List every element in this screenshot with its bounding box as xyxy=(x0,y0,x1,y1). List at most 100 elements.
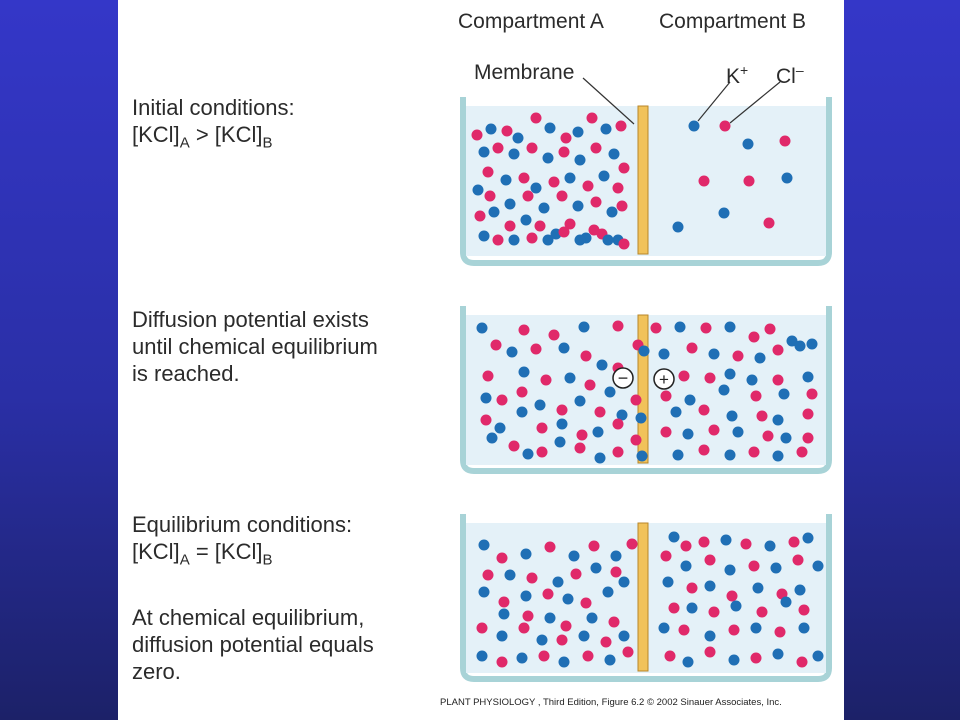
cl-ion-dot xyxy=(704,646,716,658)
k-ion-dot xyxy=(730,600,742,612)
cl-ion-dot xyxy=(698,444,710,456)
k-ion-dot xyxy=(658,348,670,360)
cl-ion-dot xyxy=(708,606,720,618)
k-ion-dot xyxy=(478,586,490,598)
cl-ion-dot xyxy=(618,162,630,174)
k-ion-dot xyxy=(635,412,647,424)
k-ion-dot xyxy=(498,608,510,620)
compartment-a-header: Compartment A xyxy=(458,10,604,33)
k-ion-dot xyxy=(574,234,586,246)
cl-ion-dot xyxy=(792,554,804,566)
k-ion-dot xyxy=(724,564,736,576)
k-ion-dot xyxy=(726,410,738,422)
cl-ion-dot xyxy=(612,418,624,430)
cl-ion-dot xyxy=(719,120,731,132)
k-ion-dot xyxy=(574,395,586,407)
cl-ion-dot xyxy=(750,390,762,402)
k-ion-dot xyxy=(764,540,776,552)
tank-diffusion: − + xyxy=(460,306,832,474)
initial-conditions-text: Initial conditions: [KCl]A > [KCl]B xyxy=(132,95,295,152)
k-ion-dot xyxy=(518,366,530,378)
k-ion-dot xyxy=(636,450,648,462)
k-ion-dot xyxy=(806,338,818,350)
cl-ion-dot xyxy=(482,166,494,178)
k-ion-dot xyxy=(578,321,590,333)
cl-ion-dot xyxy=(480,414,492,426)
cl-ion-dot xyxy=(660,390,672,402)
cl-ion-dot xyxy=(802,432,814,444)
k-ion-dot xyxy=(500,174,512,186)
k-ion-dot xyxy=(542,152,554,164)
cl-ion-dot xyxy=(680,540,692,552)
cl-ion-dot xyxy=(516,386,528,398)
k-ion-dot xyxy=(536,634,548,646)
cl-ion-dot xyxy=(650,322,662,334)
cl-ion-dot xyxy=(582,180,594,192)
cl-ion-dot xyxy=(686,582,698,594)
k-ion-dot xyxy=(594,452,606,464)
cl-ion-dot xyxy=(590,142,602,154)
cl-ion-dot xyxy=(616,200,628,212)
cl-ion-dot xyxy=(772,374,784,386)
k-ion-dot xyxy=(794,340,806,352)
cl-ion-dot xyxy=(762,430,774,442)
cl-ion-dot xyxy=(728,624,740,636)
figure-credit: PLANT PHYSIOLOGY , Third Edition, Figure… xyxy=(440,697,782,708)
k-ion-dot xyxy=(516,406,528,418)
k-ion-dot xyxy=(586,612,598,624)
cl-ion-dot xyxy=(698,175,710,187)
k-ion-dot xyxy=(508,234,520,246)
membrane-initial xyxy=(637,105,649,255)
cl-ion-dot xyxy=(518,324,530,336)
cl-ion-dot xyxy=(556,634,568,646)
k-ion-dot xyxy=(672,221,684,233)
tank-wall-equilibrium xyxy=(460,514,832,682)
k-ion-dot xyxy=(688,120,700,132)
k-ion-dot xyxy=(778,388,790,400)
cl-ion-dot xyxy=(590,196,602,208)
k-ion-dot xyxy=(508,148,520,160)
k-ion-dot xyxy=(604,654,616,666)
k-ion-dot xyxy=(568,550,580,562)
minus-sign: − xyxy=(618,368,629,388)
cl-ion-dot xyxy=(496,394,508,406)
k-ion-dot xyxy=(574,154,586,166)
cl-ion-dot xyxy=(522,610,534,622)
k-ion-dot xyxy=(781,172,793,184)
k-ion-dot xyxy=(618,576,630,588)
k-ion-dot xyxy=(606,206,618,218)
cl-ion-dot xyxy=(570,568,582,580)
cl-ion-dot xyxy=(660,550,672,562)
cl-ion-dot xyxy=(484,190,496,202)
k-ion-dot xyxy=(476,650,488,662)
cl-ion-dot xyxy=(474,210,486,222)
tank-wall-diffusion xyxy=(460,306,832,474)
tank-equilibrium xyxy=(460,514,832,682)
k-ion-dot xyxy=(754,352,766,364)
k-ion-dot xyxy=(608,148,620,160)
k-ion-dot xyxy=(478,146,490,158)
cl-ion-dot xyxy=(496,552,508,564)
cl-ion-dot xyxy=(536,446,548,458)
cl-ion-dot xyxy=(686,342,698,354)
k-ion-dot xyxy=(554,436,566,448)
k-ion-dot xyxy=(520,590,532,602)
cl-ion-dot xyxy=(508,440,520,452)
k-ion-dot xyxy=(496,630,508,642)
compartment-b-header: Compartment B xyxy=(659,10,807,33)
membrane-equilibrium xyxy=(637,522,649,672)
cl-ion-dot xyxy=(518,172,530,184)
k-ion-dot xyxy=(596,359,608,371)
k-ion-dot xyxy=(522,448,534,460)
cl-ion-dot xyxy=(542,588,554,600)
k-ion-dot xyxy=(506,346,518,358)
cl-ion-dot xyxy=(548,329,560,341)
cl-ion-dot xyxy=(594,406,606,418)
cl-ion-dot xyxy=(492,142,504,154)
equilibrium-conditions-text: Equilibrium conditions: [KCl]A = [KCl]B xyxy=(132,512,353,569)
cl-ion-dot xyxy=(704,554,716,566)
k-ion-dot xyxy=(770,562,782,574)
cl-ion-dot xyxy=(678,370,690,382)
cl-ion-dot xyxy=(612,446,624,458)
k-ion-dot xyxy=(798,622,810,634)
